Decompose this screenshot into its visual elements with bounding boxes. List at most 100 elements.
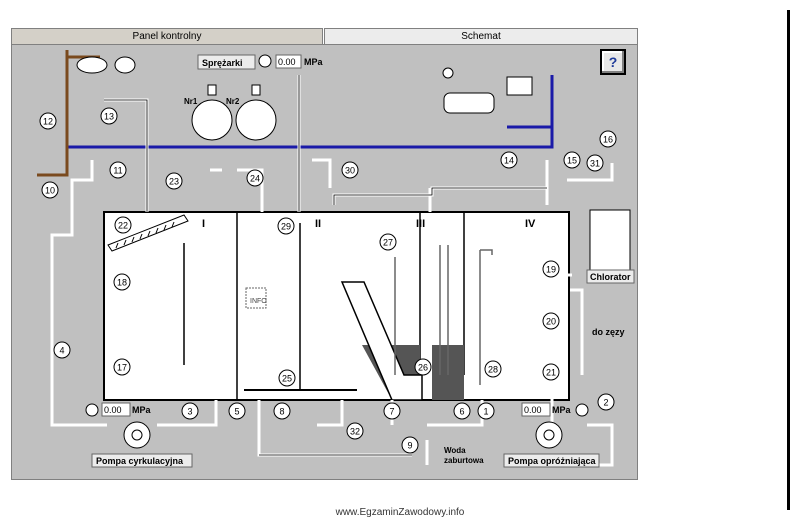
compressor-1-icon [191,99,233,141]
valve-number-label: 11 [113,166,122,176]
compressor-pressure-unit: MPa [304,57,324,67]
valve-number-label: 25 [282,374,292,384]
valve-number-label: 17 [117,363,127,373]
valve-number-label: 28 [488,365,498,375]
valve-9[interactable]: 9 [401,436,419,454]
seawater-label-1: Woda [444,446,466,455]
valve-14[interactable]: 14 [500,151,518,169]
valve-number-label: 21 [546,368,556,378]
valve-number-label: 30 [345,166,355,176]
valve-17[interactable]: 17 [113,358,131,376]
valve-2[interactable]: 2 [597,393,615,411]
valve-number-label: 10 [45,186,55,196]
drain-pressure-unit: MPa [552,405,572,415]
compressor-2-label: Nr2 [226,97,240,106]
valve-number-label: 1 [483,407,488,417]
valve-30[interactable]: 30 [341,161,359,179]
compressor-gauge-icon [258,54,272,68]
valve-number-label: 29 [281,222,291,232]
valve-number-label: 8 [279,407,284,417]
chlorator-label: Chlorator [590,272,631,282]
valve-24[interactable]: 24 [246,169,264,187]
valve-31[interactable]: 31 [586,154,604,172]
valve-12[interactable]: 12 [39,112,57,130]
valve-7[interactable]: 7 [383,402,401,420]
right-divider [787,10,790,510]
compressors: Sprężarki Nr1 Nr2 0.00 MPa [184,54,324,141]
valve-number-label: 22 [118,221,128,231]
valve-18[interactable]: 18 [113,273,131,291]
schematic-panel: I II III IV INFO [11,44,638,480]
valve-number-label: 14 [504,156,514,166]
circulation-pump-label: Pompa cyrkulacyjna [96,456,184,466]
valve-3[interactable]: 3 [181,402,199,420]
chlorator: Chlorator [586,209,635,284]
info-image-placeholder: INFO [245,287,267,309]
compressors-label: Sprężarki [202,58,243,68]
valve-19[interactable]: 19 [542,260,560,278]
valve-number-label: 19 [546,265,556,275]
circulation-pump[interactable]: 0.00 MPa Pompa cyrkulacyjna [85,402,193,468]
valve-23[interactable]: 23 [165,172,183,190]
compressor-2-icon [235,99,277,141]
toilet-icons [76,56,136,74]
valve-number-label: 6 [459,407,464,417]
valve-number-label: 12 [43,117,53,127]
valve-number-label: 20 [546,317,556,327]
valve-10[interactable]: 10 [41,181,59,199]
valve-number-label: 4 [59,346,64,356]
help-button[interactable]: ? [600,49,626,75]
blue-pipe [67,75,554,149]
seawater-label-2: zaburtowa [444,456,484,465]
valve-number-label: 9 [407,441,412,451]
drain-pump[interactable]: 0.00 MPa Pompa opróżniająca [503,402,600,468]
valve-13[interactable]: 13 [100,107,118,125]
valve-27[interactable]: 27 [379,233,397,251]
valve-number-label: 5 [234,407,239,417]
valve-number-label: 13 [104,112,114,122]
tab-panel-kontrolny[interactable]: Panel kontrolny [11,28,323,44]
bathtub-icon [442,67,495,114]
valve-15[interactable]: 15 [563,151,581,169]
valve-26[interactable]: 26 [414,358,432,376]
valve-25[interactable]: 25 [278,369,296,387]
drain-pressure-value: 0.00 [524,405,542,415]
compressor-pressure-value: 0.00 [278,57,296,67]
tab-schemat[interactable]: Schemat [324,28,638,44]
screen-22 [107,214,189,252]
bilge-label: do zęzy [592,327,625,337]
valve-number-label: 18 [117,278,127,288]
valve-20[interactable]: 20 [542,312,560,330]
valve-5[interactable]: 5 [228,402,246,420]
valve-22[interactable]: 22 [114,216,132,234]
circulation-gauge-icon [85,403,99,417]
valve-number-label: 24 [250,174,260,184]
drain-pump-label: Pompa opróżniająca [508,456,597,466]
valve-number-label: 3 [187,407,192,417]
circulation-pressure-value: 0.00 [104,405,122,415]
svg-text:INFO: INFO [250,298,267,305]
valve-1[interactable]: 1 [477,402,495,420]
footer-watermark: www.EgzaminZawodowy.info [335,507,465,518]
valve-number-label: 32 [350,427,360,437]
valve-number-label: 15 [567,156,577,166]
valve-8[interactable]: 8 [273,402,291,420]
valve-number-label: 26 [418,363,428,373]
circulation-pressure-unit: MPa [132,405,152,415]
valve-11[interactable]: 11 [109,161,127,179]
valve-number-label: 2 [603,398,608,408]
chamber-label-4: IV [525,218,536,230]
valve-28[interactable]: 28 [484,360,502,378]
drain-gauge-icon [575,403,589,417]
valve-16[interactable]: 16 [599,130,617,148]
compressor-1-label: Nr1 [184,97,198,106]
valve-21[interactable]: 21 [542,363,560,381]
valve-number-label: 27 [383,238,393,248]
valve-6[interactable]: 6 [453,402,471,420]
valve-number-label: 16 [603,135,613,145]
valve-number-label: 7 [389,407,394,417]
valve-29[interactable]: 29 [277,217,295,235]
valve-4[interactable]: 4 [53,341,71,359]
valve-32[interactable]: 32 [346,422,364,440]
